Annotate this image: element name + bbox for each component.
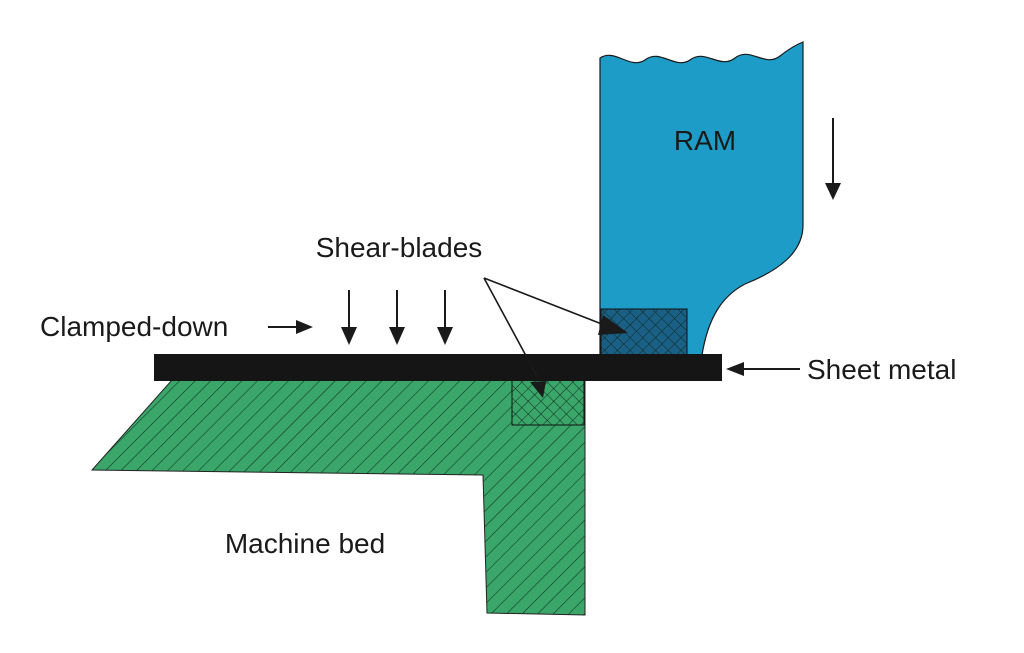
ram-shape (599, 41, 804, 356)
shear-blades-leaders (483, 277, 628, 398)
arrow-left-icon (726, 362, 800, 376)
arrow-down-icon (437, 290, 453, 345)
machine-bed-label: Machine bed (225, 528, 385, 559)
shear-blades-label: Shear-blades (316, 232, 483, 263)
arrow-down-icon (825, 118, 841, 200)
sheet-metal-label: Sheet metal (807, 354, 956, 385)
arrow-right-icon (268, 320, 313, 334)
arrow-down-icon (389, 290, 405, 345)
ram-label: RAM (674, 125, 736, 156)
arrow-down-icon (341, 290, 357, 345)
sheet-metal-bar (154, 354, 722, 381)
machine-bed-shape (90, 379, 586, 616)
clamped-down-label: Clamped-down (40, 311, 228, 342)
